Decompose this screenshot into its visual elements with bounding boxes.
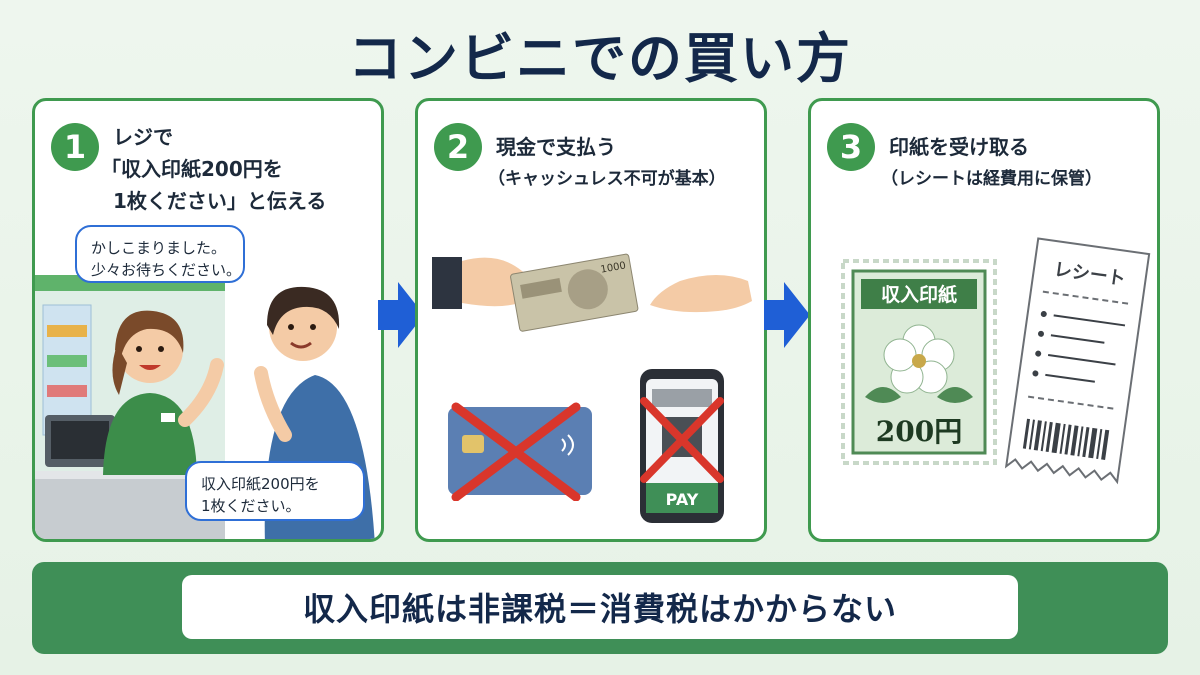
revenue-stamp-illustration: 収入印紙 200円 xyxy=(841,259,997,465)
clerk-bubble-line-1: かしこまりました。 xyxy=(91,239,227,257)
customer-speech-bubble: 収入印紙200円を 1枚ください。 xyxy=(185,461,365,521)
stamp-value: 200円 xyxy=(876,415,962,448)
step-1-line-2: 「収入印紙200円を xyxy=(101,157,283,181)
customer-bubble-line-1: 収入印紙200円を xyxy=(201,475,320,493)
step-2-panel: 2 現金で支払う （キャッシュレス不可が基本） 1000 PAY xyxy=(415,98,767,542)
step-1-line-1: レジで xyxy=(113,125,173,149)
step-3-text: 印紙を受け取る （レシートは経費用に保管） xyxy=(881,131,1102,195)
step-2-number: 2 xyxy=(434,123,482,171)
credit-card-not-allowed-icon xyxy=(448,402,592,501)
arrow-right-icon xyxy=(764,282,810,348)
step-2-text: 現金で支払う （キャッシュレス不可が基本） xyxy=(488,131,726,195)
bill-denomination: 1000 xyxy=(600,260,627,275)
receipt-illustration: レシート xyxy=(1004,237,1151,485)
cash-payment-illustration: 1000 xyxy=(432,253,752,332)
step-3-number: 3 xyxy=(827,123,875,171)
bottom-banner: 収入印紙は非課税＝消費税はかからない xyxy=(32,562,1168,654)
arrow-right-icon xyxy=(378,282,424,348)
step-3-line: 印紙を受け取る xyxy=(889,135,1029,159)
step-2-sub: （キャッシュレス不可が基本） xyxy=(488,169,726,189)
qr-payment-not-allowed-icon: PAY xyxy=(640,369,724,523)
step-2-line: 現金で支払う xyxy=(496,135,616,159)
clerk-bubble-line-2: 少々お待ちください。 xyxy=(91,261,242,279)
step-1-text: レジで 「収入印紙200円を 1枚ください」と伝える xyxy=(101,121,327,217)
step-1-number: 1 xyxy=(51,123,99,171)
bottom-message: 収入印紙は非課税＝消費税はかからない xyxy=(182,575,1018,639)
page-title: コンビニでの買い方 xyxy=(348,27,852,90)
stamp-title: 収入印紙 xyxy=(881,283,957,306)
step-1-panel: 1 レジで 「収入印紙200円を 1枚ください」と伝える xyxy=(32,98,384,542)
step-1-line-3: 1枚ください」と伝える xyxy=(113,189,327,213)
step-3-sub: （レシートは経費用に保管） xyxy=(881,169,1102,189)
pay-label: PAY xyxy=(666,490,699,509)
customer-bubble-line-2: 1枚ください。 xyxy=(201,497,301,515)
step-3-panel: 3 印紙を受け取る （レシートは経費用に保管） 収入印紙 200円 レシート xyxy=(808,98,1160,542)
clerk-speech-bubble: かしこまりました。 少々お待ちください。 xyxy=(75,225,245,283)
